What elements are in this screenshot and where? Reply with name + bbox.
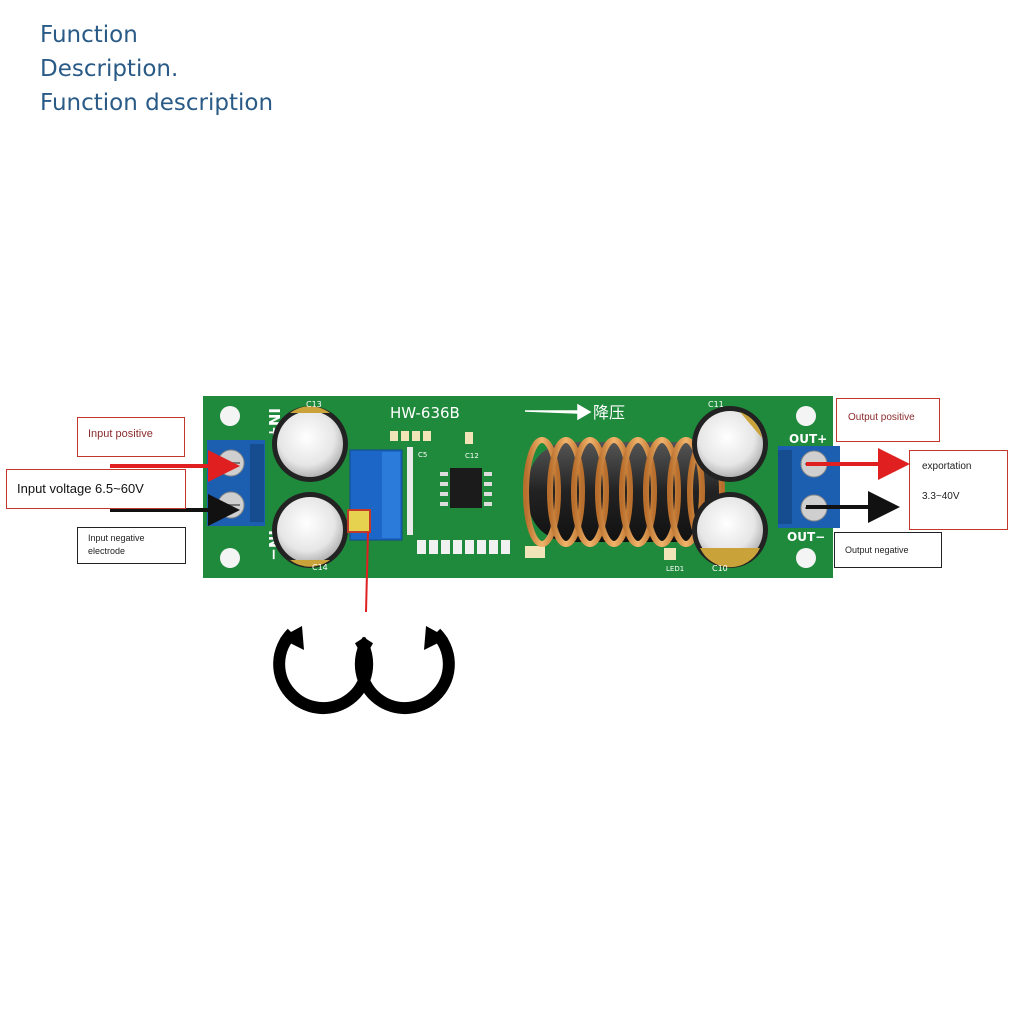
silk-c14: C14 xyxy=(312,563,328,572)
rotate-counterclockwise-icon xyxy=(273,628,374,715)
pot-pointer-line xyxy=(365,531,369,613)
silk-c10: C10 xyxy=(712,564,728,573)
callout-output-positive-text: Output positive xyxy=(848,412,915,423)
callout-output-negative: Output negative xyxy=(834,532,942,568)
silk-c11: C11 xyxy=(708,400,724,409)
mount-hole xyxy=(220,406,240,426)
callout-output-positive: Output positive xyxy=(836,398,940,442)
mount-hole xyxy=(796,548,816,568)
model-label: HW-636B xyxy=(390,404,460,422)
heading-function: Function xyxy=(40,22,138,48)
callout-input-negative-text-1: Input negative xyxy=(88,533,145,543)
rotate-counterclockwise-arrowhead xyxy=(280,626,304,650)
silk-c13: C13 xyxy=(306,400,322,409)
callout-output-negative-text: Output negative xyxy=(845,545,909,555)
direction-text: 降压 xyxy=(593,403,625,422)
callout-input-voltage: Input voltage 6.5~60V xyxy=(6,469,186,509)
rotate-clockwise-icon xyxy=(354,628,455,715)
heading-function-description: Function description xyxy=(40,90,274,116)
out-plus-label: OUT+ xyxy=(789,432,827,446)
buck-ic xyxy=(450,468,482,508)
rotate-clockwise-arrowhead xyxy=(424,626,448,650)
callout-exportation-text: exportation xyxy=(922,461,972,472)
silk-led1: LED1 xyxy=(666,565,684,573)
out-minus-label: OUT− xyxy=(787,530,825,544)
callout-input-positive-text: Input positive xyxy=(88,428,153,440)
mount-hole xyxy=(220,548,240,568)
callout-output-range-text: 3.3~40V xyxy=(922,491,960,502)
pot-adjust-screw xyxy=(347,509,371,533)
callout-input-negative: Input negative electrode xyxy=(77,527,186,564)
callout-input-positive: Input positive xyxy=(77,417,185,457)
led1 xyxy=(664,548,676,560)
silk-c5: C5 xyxy=(418,451,427,459)
callout-input-negative-text-2: electrode xyxy=(88,546,126,556)
callout-exportation: exportation 3.3~40V xyxy=(909,450,1008,530)
direction-arrow xyxy=(524,403,592,421)
heading-description: Description. xyxy=(40,56,179,82)
callout-input-voltage-text: Input voltage 6.5~60V xyxy=(17,481,144,496)
mount-hole xyxy=(796,406,816,426)
silk-c12: C12 xyxy=(465,452,479,460)
